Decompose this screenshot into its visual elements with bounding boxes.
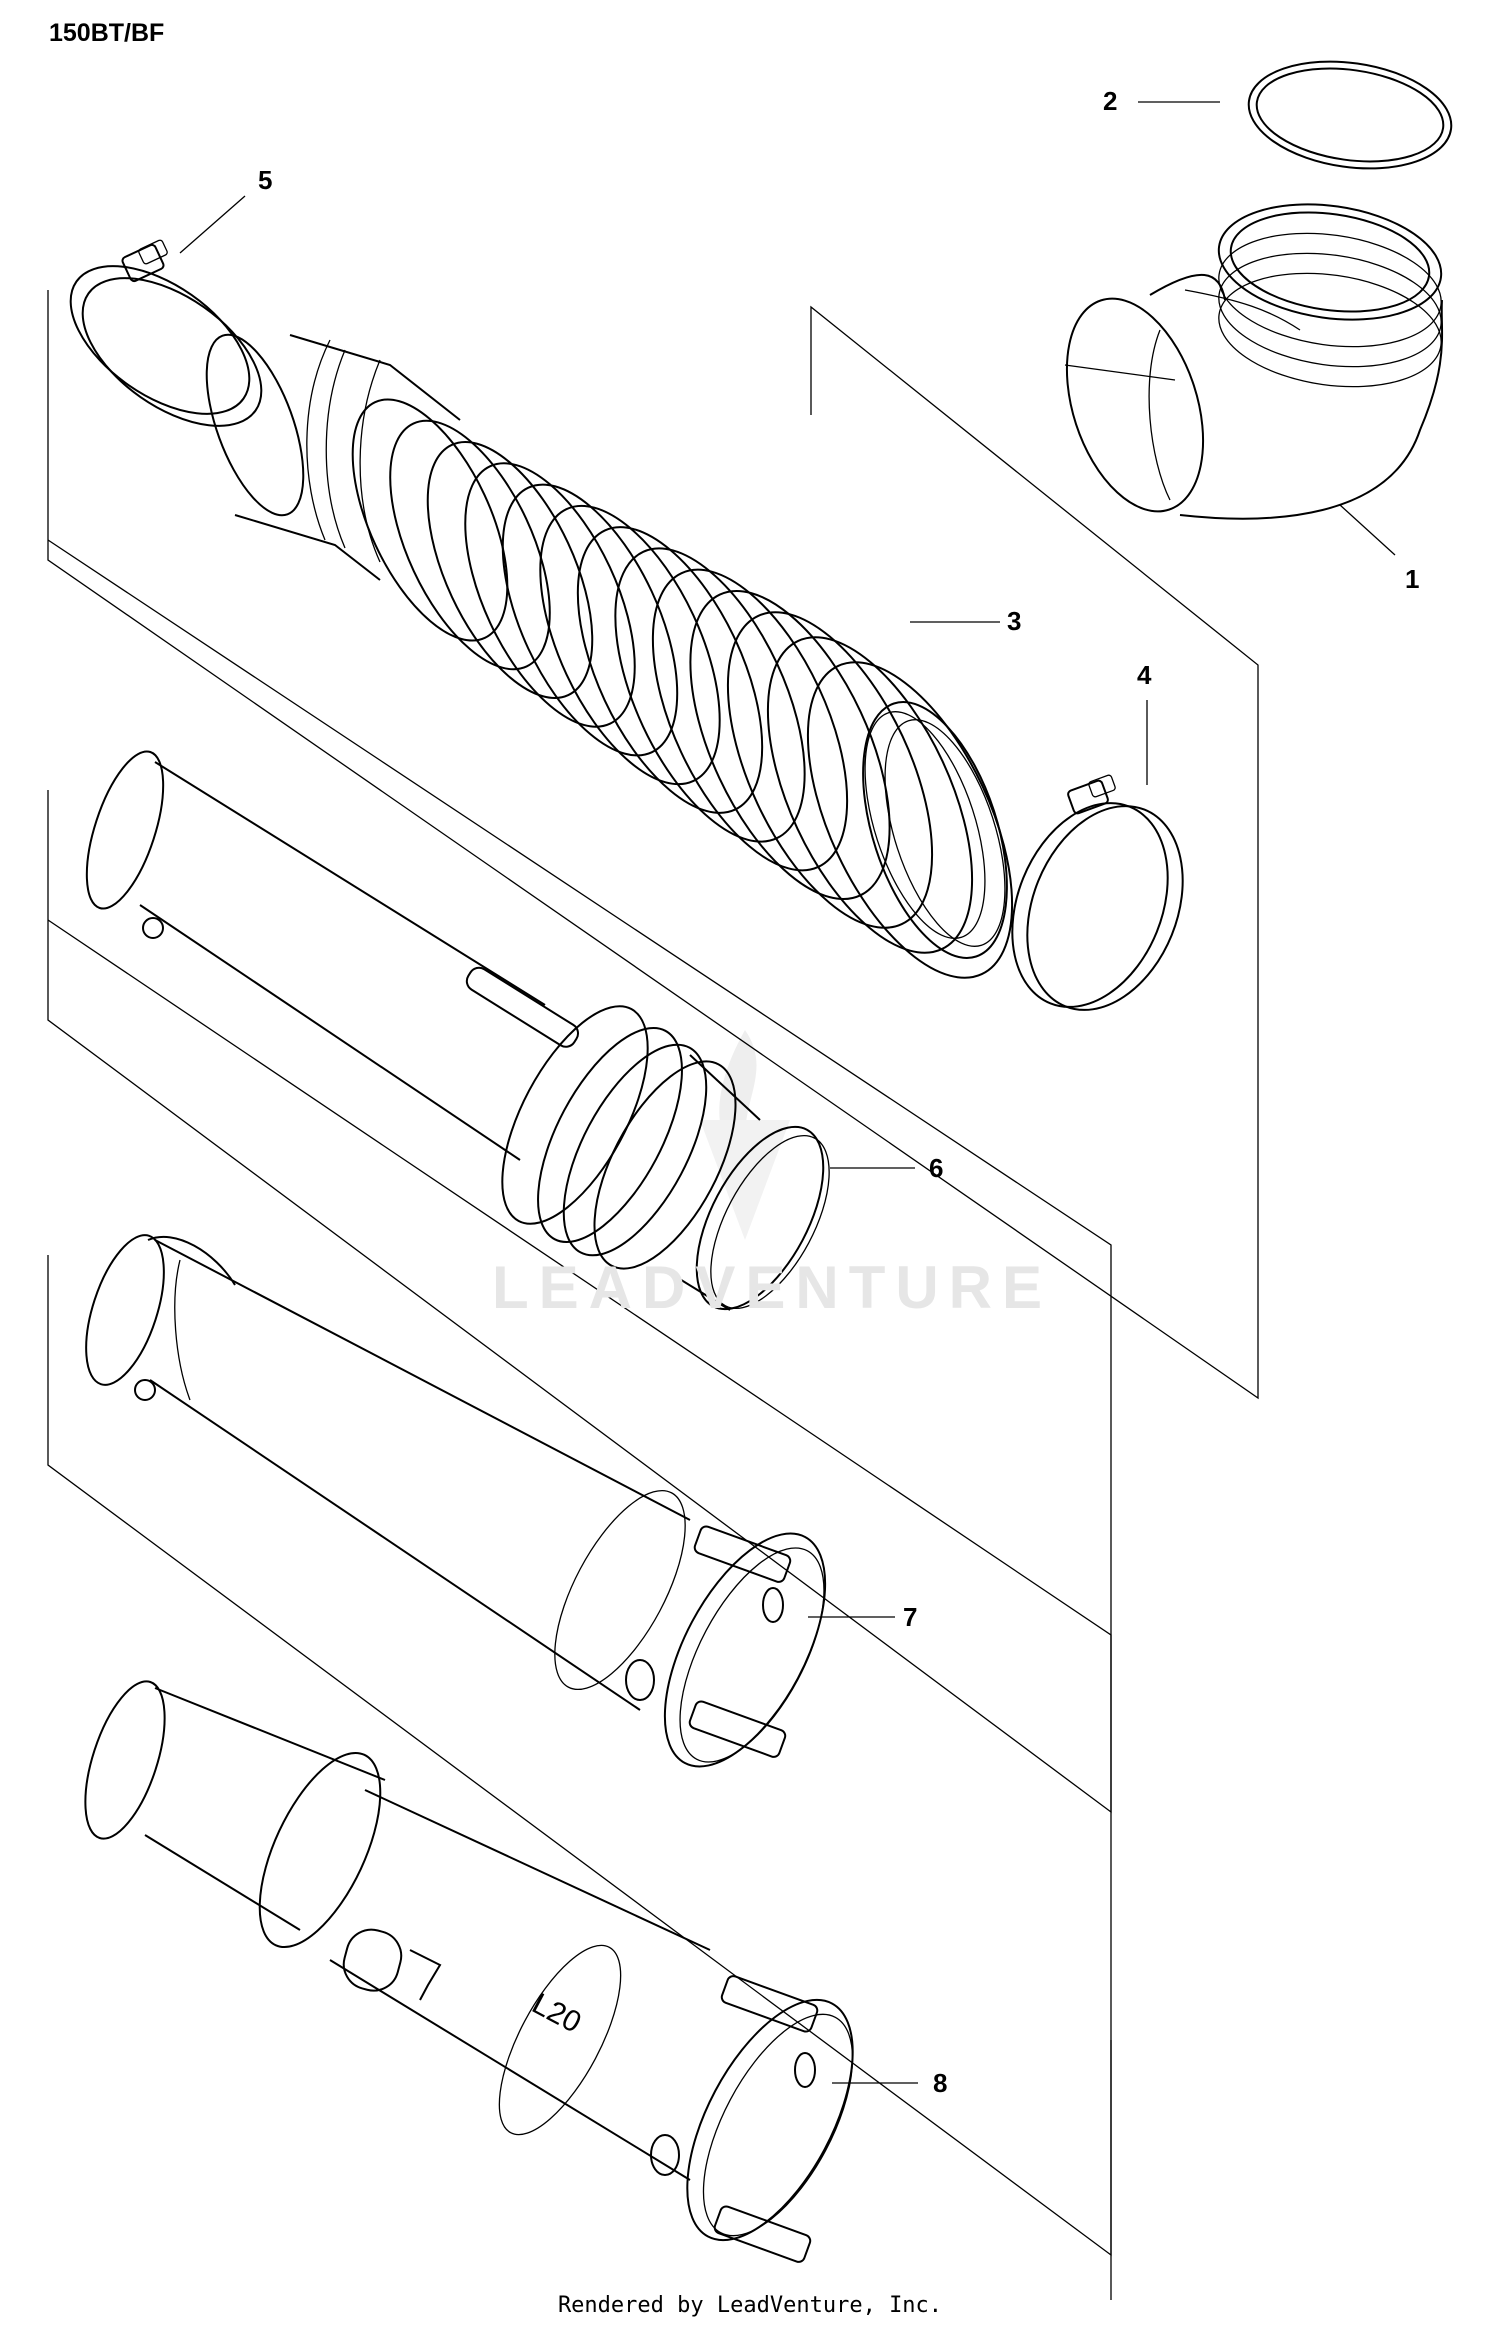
elbow-part-1	[1065, 203, 1444, 520]
assembly-frame-tube-7	[47, 919, 1112, 2257]
callout-5: 5	[258, 165, 273, 195]
callout-1: 1	[1405, 564, 1420, 594]
footer-credit: Rendered by LeadVenture, Inc.	[557, 2293, 943, 2318]
callout-3: 3	[1007, 606, 1022, 636]
tube-marking-l20: L20	[527, 1987, 587, 2040]
hose-clamp-part-4	[1011, 774, 1184, 1011]
callout-8: 8	[933, 2068, 948, 2098]
callout-4: 4	[1137, 660, 1152, 690]
callout-2: 2	[1103, 86, 1118, 116]
assembly-frame-upper	[47, 290, 1259, 1400]
o-ring-part-2	[1247, 60, 1453, 170]
blower-tube-part-8: L20	[84, 1680, 854, 2263]
watermark-text: LEADVENTURE	[492, 1254, 1053, 1321]
callout-6: 6	[929, 1153, 944, 1183]
hose-clamp-part-5	[69, 239, 263, 427]
model-title: 150BT/BF	[49, 19, 165, 47]
svg-text:L20: L20	[527, 1987, 587, 2040]
leader-lines	[179, 101, 1396, 2084]
callout-7: 7	[903, 1602, 918, 1632]
bellows-hose-part-3	[205, 333, 1014, 979]
blower-tube-part-6	[85, 750, 830, 1311]
blower-tube-part-7	[85, 1234, 827, 1768]
